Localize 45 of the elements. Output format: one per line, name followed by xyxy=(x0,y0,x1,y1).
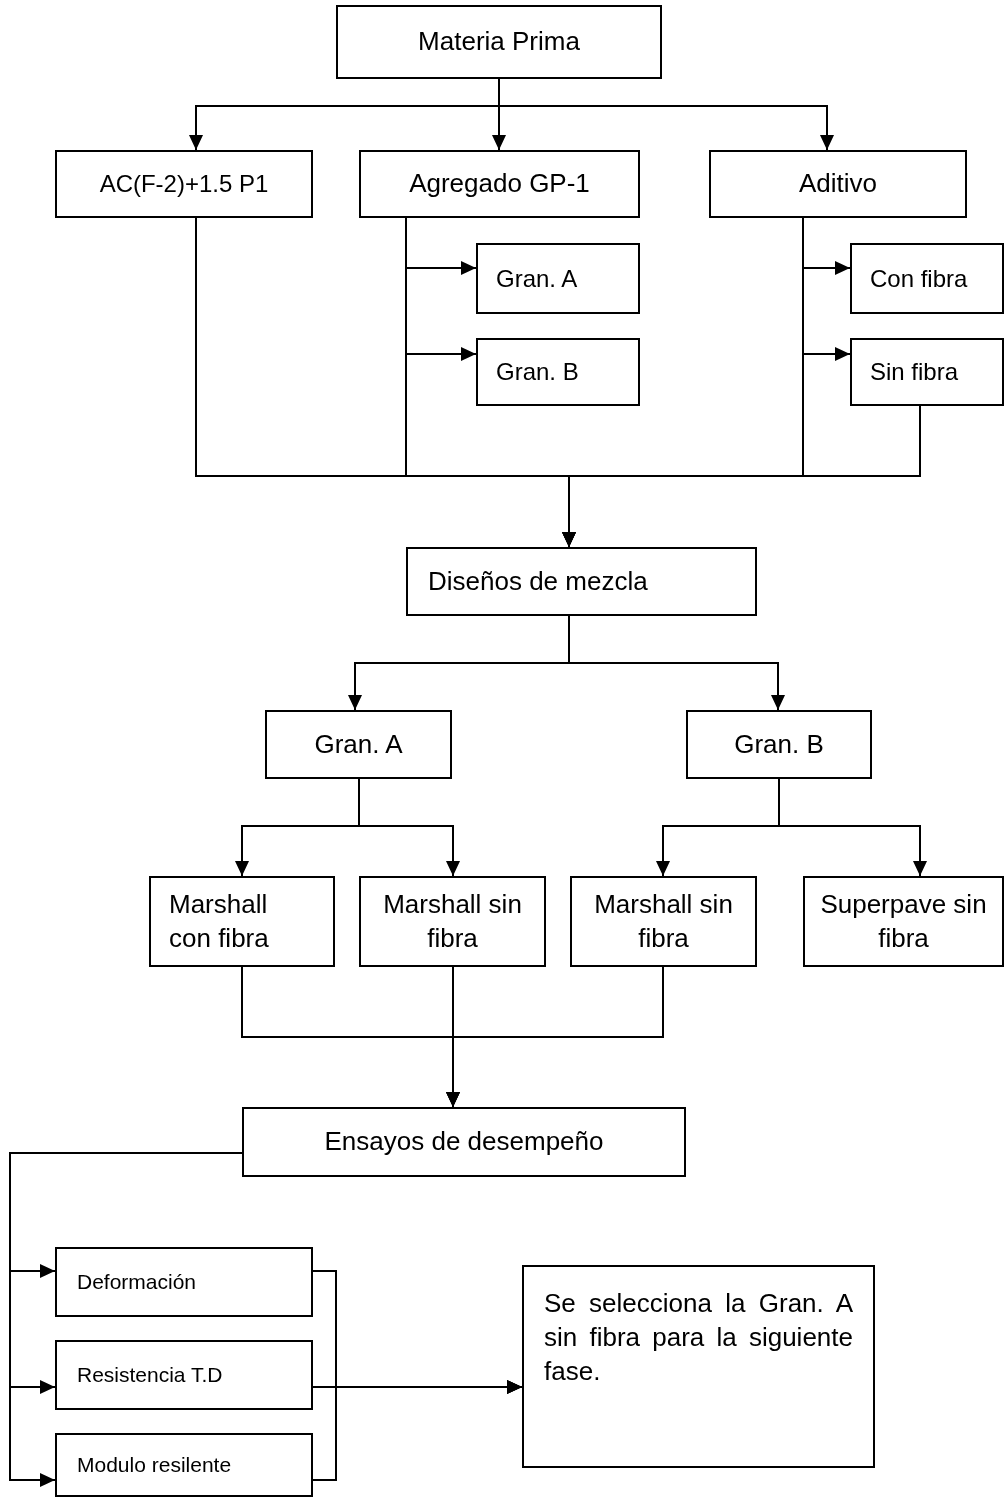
box-label: AC(F-2)+1.5 P1 xyxy=(99,169,269,200)
box-label: Marshall sin fibra xyxy=(382,887,523,955)
box-label: Gran. A xyxy=(496,263,578,294)
process-box xyxy=(149,876,335,967)
box-label: Resistencia T.D xyxy=(77,1362,223,1389)
process-box xyxy=(709,150,967,218)
arrow xyxy=(568,615,785,711)
box-label: Agregado GP-1 xyxy=(409,167,590,201)
process-box xyxy=(850,243,1004,314)
note-box xyxy=(522,1265,875,1468)
process-box xyxy=(686,710,872,779)
process-box xyxy=(55,150,313,218)
box-label: Superpave sin fibra xyxy=(819,887,988,955)
box-label: Marshall sin fibra xyxy=(593,887,734,955)
process-box xyxy=(242,1107,686,1177)
box-label: Con fibra xyxy=(870,263,968,294)
box-label: Modulo resilente xyxy=(77,1452,232,1479)
box-label: Aditivo xyxy=(798,167,877,201)
box-label: Se selecciona la Gran. A sin fibra para la siguiente fase. xyxy=(544,1287,853,1388)
box-label: Gran. A xyxy=(314,727,403,761)
process-box xyxy=(406,547,757,616)
box-label: Sin fibra xyxy=(870,357,959,388)
process-box xyxy=(359,876,546,967)
process-box xyxy=(803,876,1004,967)
arrow xyxy=(562,405,921,548)
process-box xyxy=(55,1340,313,1410)
box-label: Gran. B xyxy=(734,727,824,761)
process-box xyxy=(476,243,640,314)
arrow xyxy=(778,778,927,877)
box-label: Ensayos de desempeño xyxy=(324,1125,604,1159)
process-box xyxy=(265,710,452,779)
process-box xyxy=(850,338,1004,406)
process-box xyxy=(570,876,757,967)
process-box xyxy=(476,338,640,406)
process-box xyxy=(55,1247,313,1317)
box-label: Diseños de mezcla xyxy=(428,564,648,598)
box-label: Deformación xyxy=(77,1269,197,1296)
arrow xyxy=(312,1380,523,1481)
arrow xyxy=(446,966,664,1108)
process-box xyxy=(55,1433,313,1497)
box-label: Materia Prima xyxy=(418,25,580,59)
box-label: Marshall con fibra xyxy=(169,887,270,955)
process-box xyxy=(336,5,662,79)
box-label: Gran. B xyxy=(496,357,579,388)
process-box xyxy=(359,150,640,218)
